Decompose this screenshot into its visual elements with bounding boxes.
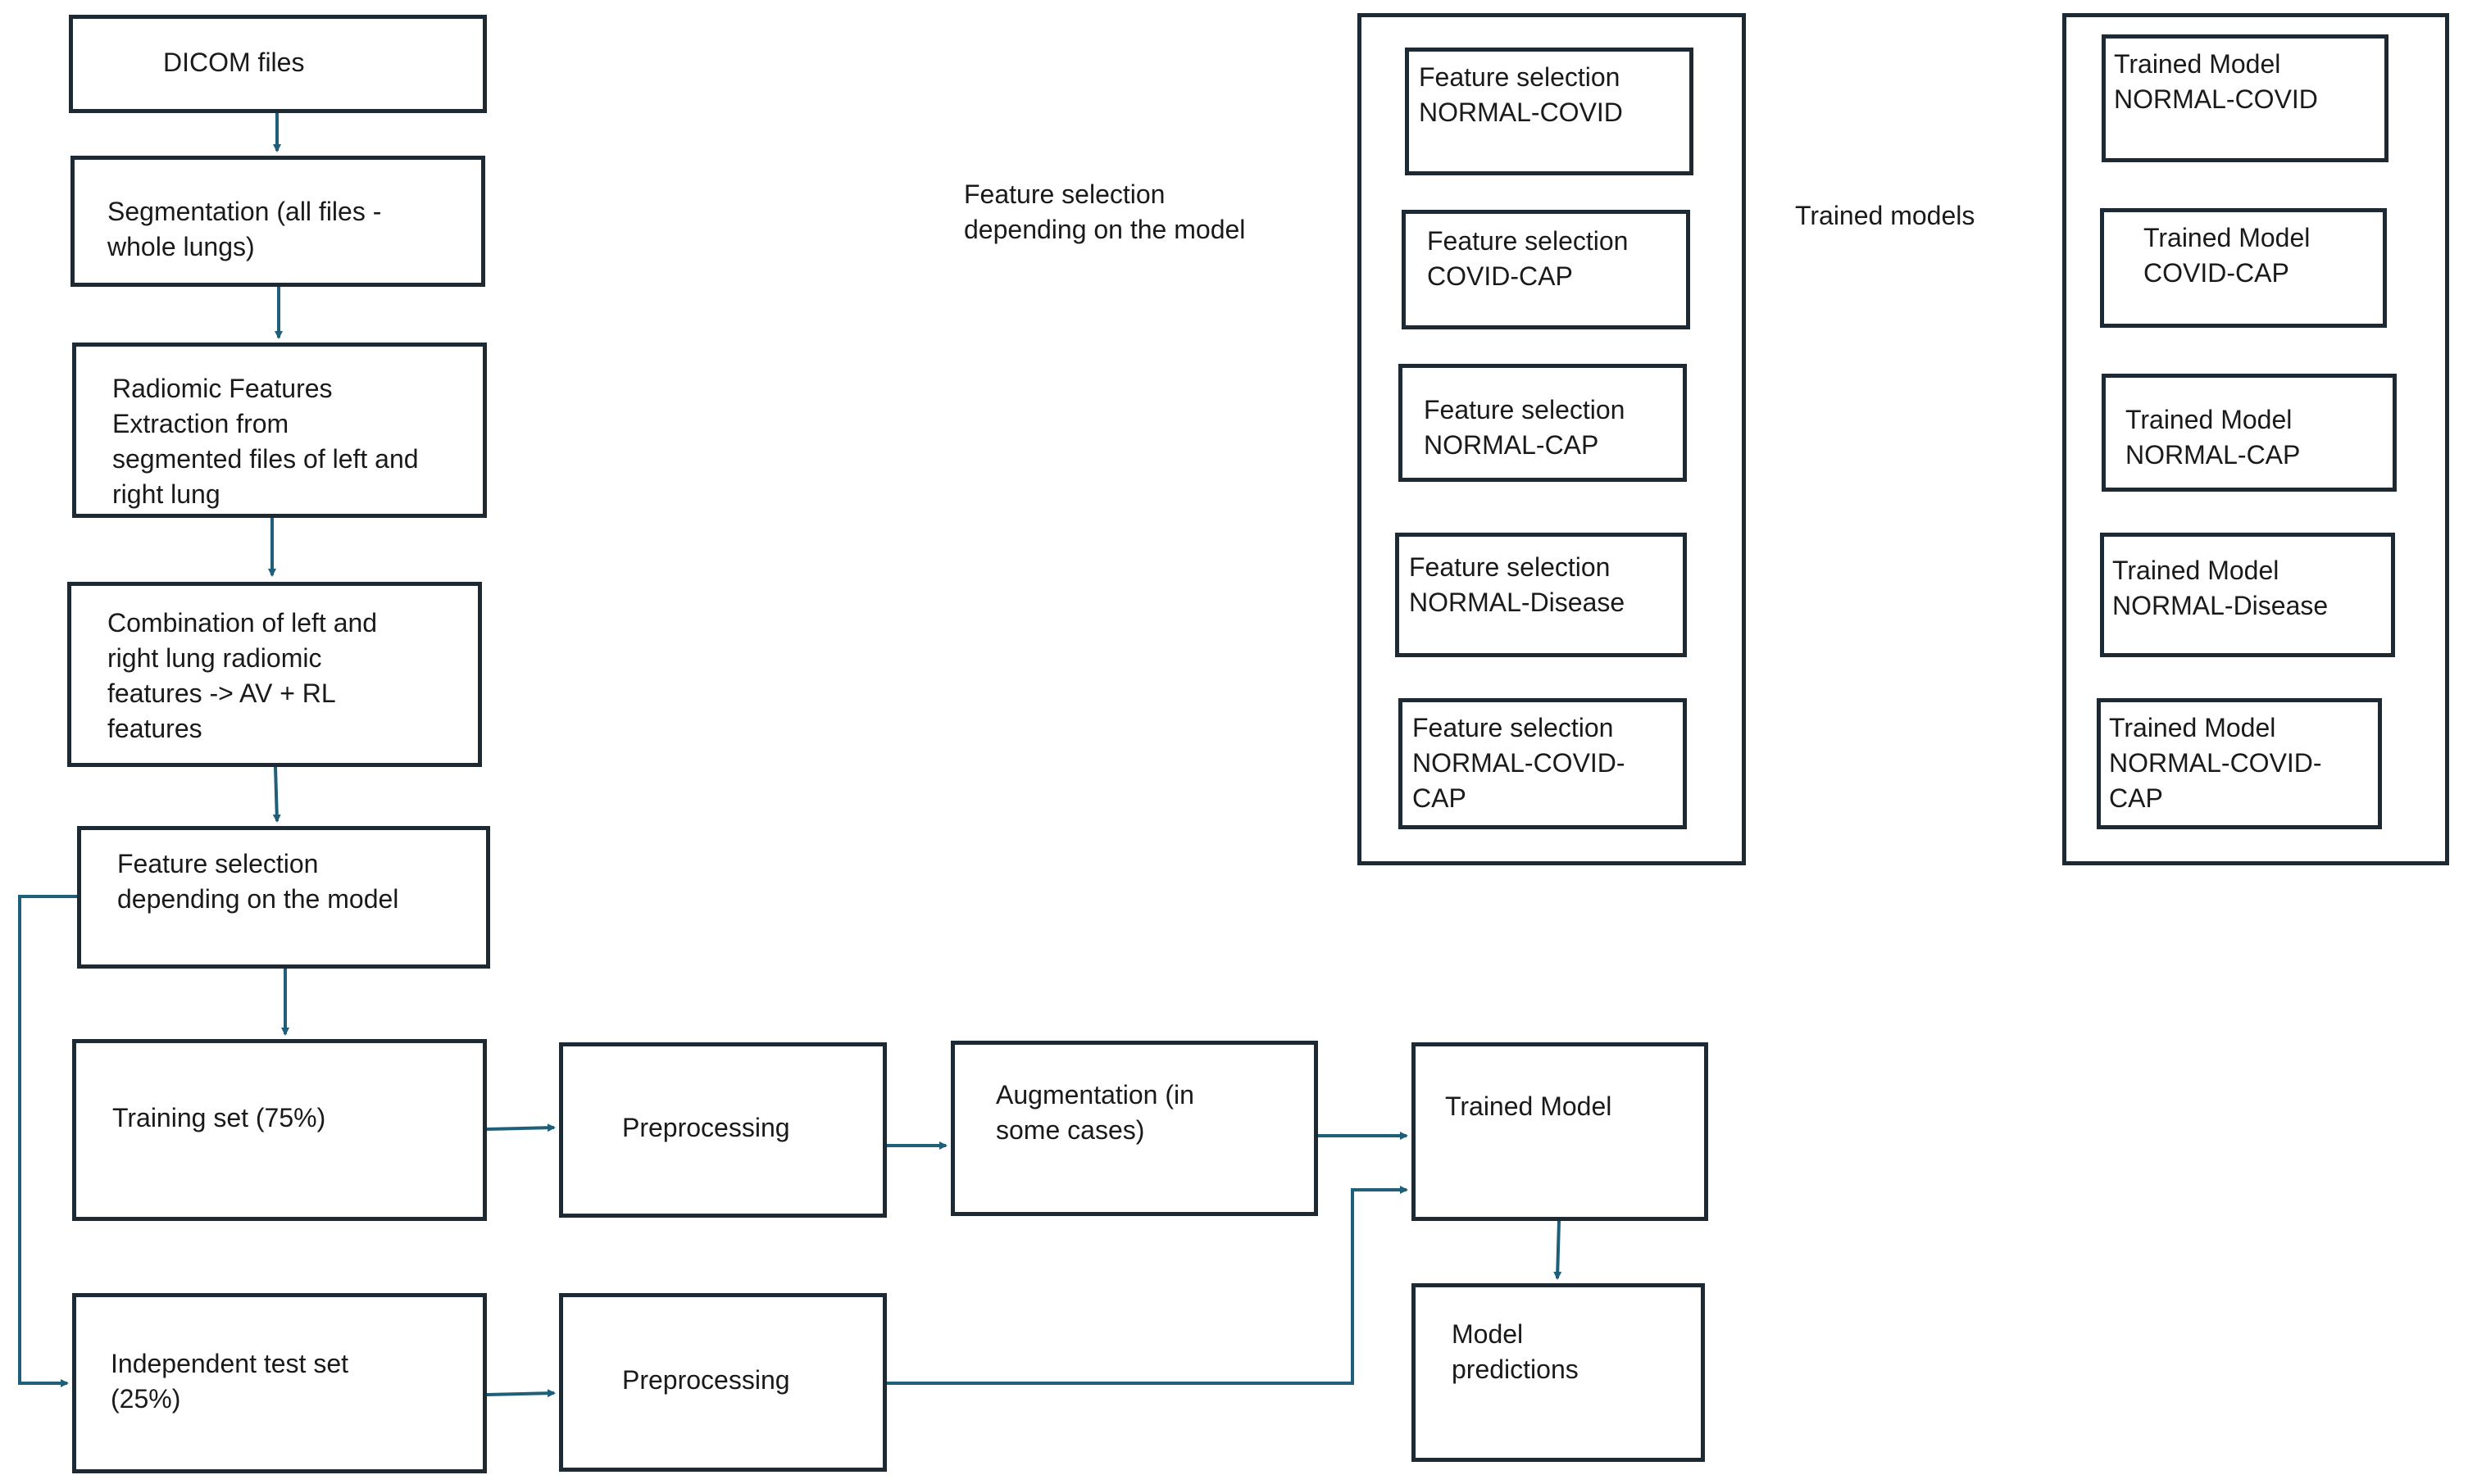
- trained-model-item-label: Trained Model NORMAL-CAP: [2125, 405, 2301, 470]
- trained-model-item-label: Trained Model COVID-CAP: [2143, 223, 2311, 288]
- model-predictions-label: Model predictions: [1452, 1319, 1579, 1384]
- arrow-test-to-preprocessing: [486, 1389, 556, 1398]
- trained-models-group-frame: [2062, 13, 2449, 865]
- arrow-feature-selection-to-test: [18, 895, 77, 1387]
- preprocessing-train-label: Preprocessing: [622, 1113, 790, 1142]
- feature-selection-group-frame: [1357, 13, 1746, 865]
- trained-model-normal-covid-box: Trained Model NORMAL-COVID: [2102, 34, 2388, 162]
- feature-selection-normal-covid-box: Feature selection NORMAL-COVID: [1405, 48, 1693, 175]
- training-set-label: Training set (75%): [112, 1103, 326, 1132]
- feature-selection-covid-cap-box: Feature selection COVID-CAP: [1402, 210, 1690, 329]
- trained-model-item-label: Trained Model NORMAL-COVID: [2114, 49, 2318, 114]
- preprocessing-train-box: Preprocessing: [559, 1042, 887, 1218]
- segmentation-label: Segmentation (all files - whole lungs): [107, 197, 382, 261]
- segmentation-box: Segmentation (all files - whole lungs): [70, 156, 485, 287]
- training-set-box: Training set (75%): [72, 1039, 487, 1221]
- dicom-files-label: DICOM files: [163, 48, 305, 77]
- radiomic-extraction-box: Radiomic Features Extraction from segmen…: [72, 343, 487, 518]
- arrow-trained-model-to-predictions: [1553, 1220, 1562, 1280]
- preprocessing-test-label: Preprocessing: [622, 1365, 790, 1395]
- test-set-label: Independent test set (25%): [111, 1349, 348, 1414]
- combination-box: Combination of left and right lung radio…: [67, 582, 482, 767]
- feature-selection-item-label: Feature selection NORMAL-COVID- CAP: [1412, 713, 1625, 813]
- trained-model-item-label: Trained Model NORMAL-COVID- CAP: [2109, 713, 2322, 813]
- feature-selection-item-label: Feature selection NORMAL-COVID: [1419, 62, 1623, 127]
- radiomic-extraction-label: Radiomic Features Extraction from segmen…: [112, 374, 419, 509]
- arrow-training-to-preprocessing: [486, 1123, 556, 1132]
- trained-model-covid-cap-box: Trained Model COVID-CAP: [2100, 208, 2387, 328]
- arrow-preprocessing-test-to-trained-model: [887, 1186, 1408, 1385]
- dicom-files-box: DICOM files: [69, 15, 487, 113]
- augmentation-label: Augmentation (in some cases): [996, 1080, 1194, 1145]
- trained-model-normal-disease-box: Trained Model NORMAL-Disease: [2100, 533, 2395, 657]
- combination-label: Combination of left and right lung radio…: [107, 608, 378, 743]
- feature-selection-label: Feature selection depending on the model: [117, 849, 399, 914]
- feature-selection-normal-disease-box: Feature selection NORMAL-Disease: [1395, 533, 1687, 657]
- feature-selection-normal-covid-cap-box: Feature selection NORMAL-COVID- CAP: [1398, 698, 1687, 829]
- trained-models-caption: Trained models: [1795, 201, 1975, 230]
- feature-selection-item-label: Feature selection COVID-CAP: [1427, 226, 1629, 291]
- feature-selection-box: Feature selection depending on the model: [77, 826, 490, 969]
- trained-model-item-label: Trained Model NORMAL-Disease: [2112, 556, 2329, 620]
- trained-model-normal-cap-box: Trained Model NORMAL-CAP: [2102, 374, 2397, 492]
- trained-model-normal-covid-cap-box: Trained Model NORMAL-COVID- CAP: [2097, 698, 2382, 829]
- augmentation-box: Augmentation (in some cases): [951, 1041, 1318, 1216]
- arrow-combination-to-feature-selection: [272, 766, 281, 823]
- feature-selection-normal-cap-box: Feature selection NORMAL-CAP: [1398, 364, 1687, 482]
- trained-model-label: Trained Model: [1445, 1091, 1612, 1121]
- preprocessing-test-box: Preprocessing: [559, 1293, 887, 1472]
- feature-selection-item-label: Feature selection NORMAL-CAP: [1424, 395, 1625, 460]
- model-predictions-box: Model predictions: [1411, 1283, 1705, 1462]
- trained-model-box: Trained Model: [1411, 1042, 1708, 1221]
- test-set-box: Independent test set (25%): [72, 1293, 487, 1473]
- feature-selection-item-label: Feature selection NORMAL-Disease: [1409, 552, 1625, 617]
- feature-selection-caption: Feature selection depending on the model: [964, 179, 1246, 244]
